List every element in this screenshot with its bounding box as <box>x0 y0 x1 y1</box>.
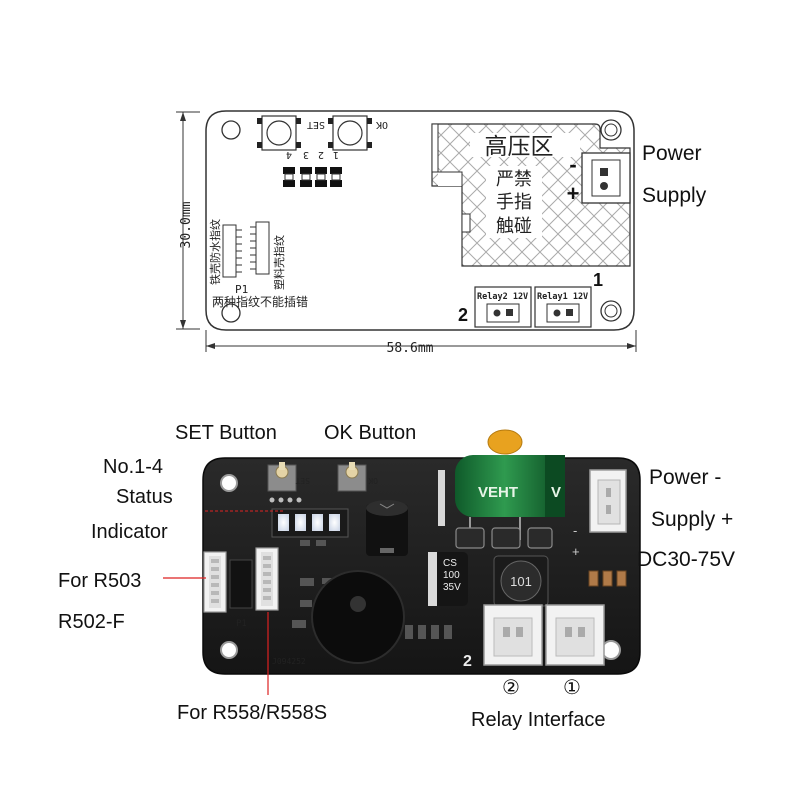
connector-label-right: 塑料壳指纹 <box>272 235 286 290</box>
pcb-plus: + <box>572 544 580 559</box>
status-leds-photo <box>271 508 349 538</box>
set-label: SET <box>307 119 325 130</box>
relay1-text: Relay1 12V <box>537 292 588 302</box>
led-number: 1 <box>333 149 339 160</box>
power-label-line1: Power <box>642 142 702 165</box>
led-number: 2 <box>318 149 324 160</box>
status-label-line1: No.1-4 <box>103 456 163 478</box>
power-label-line3: DC30-75V <box>637 548 735 571</box>
led-icon <box>278 514 289 531</box>
height-dimension-text: 30.0mm <box>179 201 194 248</box>
led-icon <box>295 514 306 531</box>
relay2-text: Relay2 12V <box>477 292 528 302</box>
relay-connectors-drawing: 2 Relay2 12V Relay1 12V 1 <box>458 270 603 328</box>
mounting-hole-icon <box>220 641 238 659</box>
relay1-connector-photo <box>545 604 605 666</box>
set-button-drawing: SET <box>257 115 325 151</box>
technical-drawing: 30.0mm 58.6mm SET <box>176 110 707 356</box>
set-button-label: SET Button <box>175 422 277 444</box>
relay-interface-label: Relay Interface <box>471 709 606 731</box>
relay-circle-1: ① <box>563 677 581 699</box>
inductor-text: 101 <box>510 574 532 589</box>
led-number: 3 <box>303 149 309 160</box>
ok-button-drawing: OK <box>328 115 388 151</box>
pcb-set-label: SET <box>295 476 310 485</box>
r503-label-line2: R502-F <box>58 611 125 633</box>
hv-title: 高压区 <box>485 134 554 160</box>
high-voltage-zone: 高压区 严禁 手指 触碰 - + <box>431 123 631 267</box>
plus-sign: + <box>567 181 580 206</box>
relay-circle-2: ② <box>502 677 520 699</box>
hv-warning-line: 手指 <box>496 192 532 213</box>
hv-warning-line: 触碰 <box>496 216 532 237</box>
warning-text: 两种指纹不能插错 <box>212 294 308 309</box>
pcb-p1-label: P1 <box>236 619 247 629</box>
cap-text: 100 <box>443 570 460 581</box>
mounting-hole-icon <box>220 474 238 492</box>
cap-brand-text: VEHT <box>478 484 518 501</box>
r503-connector-photo <box>203 551 227 613</box>
ok-button-label: OK Button <box>324 422 416 444</box>
small-capacitor: CS 100 35V <box>428 552 468 606</box>
pcb-relay-number: 2 <box>463 653 472 670</box>
ok-label: OK <box>376 119 388 130</box>
r558-label: For R558/R558S <box>177 702 327 724</box>
cap-text: 35V <box>443 582 461 593</box>
width-dimension-text: 58.6mm <box>387 341 434 356</box>
led-icon <box>329 514 340 531</box>
relay-number-2: 2 <box>458 305 468 325</box>
height-dimension: 30.0mm <box>176 111 200 330</box>
p1-label: P1 <box>235 283 248 296</box>
connector-label-left: 铁壳防水指纹 <box>208 219 222 285</box>
power-connector-drawing <box>581 152 631 204</box>
inductor: 101 <box>493 555 549 607</box>
width-dimension: 58.6mm <box>205 330 637 356</box>
green-capacitor: VEHT V <box>455 429 565 540</box>
cap-brand-partial: V <box>551 484 561 501</box>
mounting-hole-icon <box>600 119 622 141</box>
photo-labels: SET Button OK Button No.1-4 Status Indic… <box>58 422 735 731</box>
pcb-ok-label: OK <box>368 476 378 485</box>
ok-button-photo: OK <box>337 462 378 492</box>
mounting-hole-icon <box>221 303 241 323</box>
set-button-photo: SET <box>267 462 310 492</box>
power-label-line2: Supply <box>642 184 707 207</box>
power-label-line1: Power - <box>649 466 721 489</box>
minus-sign: - <box>569 152 576 177</box>
relay-number-1: 1 <box>593 270 603 290</box>
sensor-header <box>229 559 253 609</box>
power-connector-photo <box>589 469 627 533</box>
pcb-code: J094252 <box>272 657 306 666</box>
led-number: 4 <box>286 149 292 160</box>
led-indicators-drawing: 4 3 2 1 <box>283 149 342 187</box>
led-icon <box>312 514 323 531</box>
cap-text: CS <box>443 558 457 569</box>
mounting-hole-icon <box>221 120 241 140</box>
pcb-minus: - <box>573 523 577 538</box>
r503-label-line1: For R503 <box>58 570 141 592</box>
sensor-connectors-drawing: 铁壳防水指纹 塑料壳指纹 P1 两种指纹不能插错 <box>208 219 308 309</box>
power-label-line2: Supply + <box>651 508 733 531</box>
hv-warning-line: 严禁 <box>496 169 532 190</box>
r558-connector-photo <box>255 547 279 611</box>
status-label-line3: Indicator <box>91 521 168 543</box>
black-capacitor <box>366 500 408 556</box>
mounting-hole-icon <box>600 300 622 322</box>
relay2-connector-photo <box>483 604 543 666</box>
buzzer <box>311 570 405 664</box>
board-photo: SET OK <box>163 429 641 695</box>
isolation-slot <box>438 470 445 526</box>
status-label-line2: Status <box>116 486 173 508</box>
